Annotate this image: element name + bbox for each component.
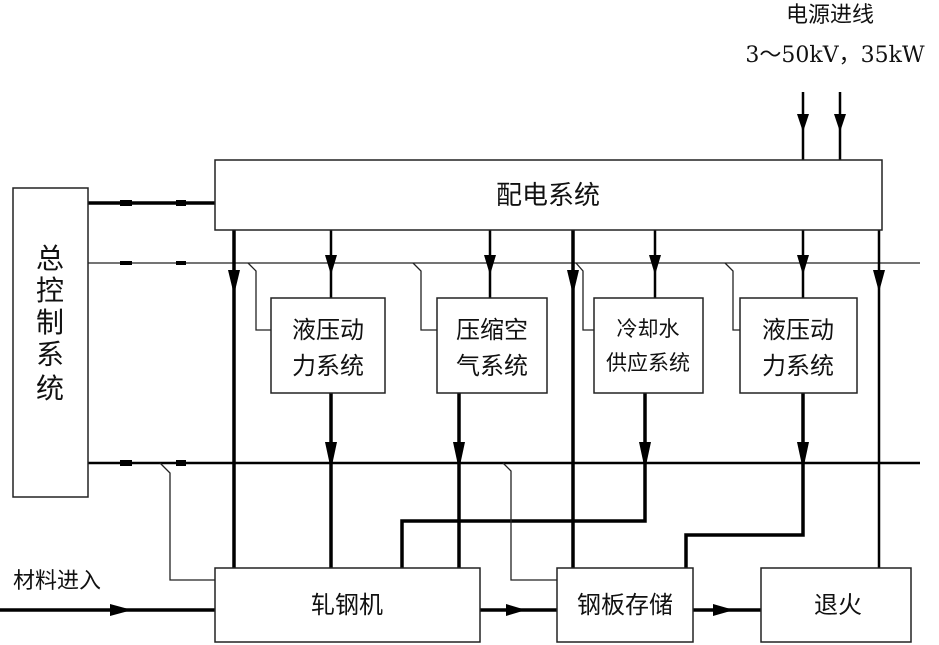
process-plate-storage: 钢板存储 [556, 567, 694, 643]
control-char: 统 [36, 372, 64, 405]
subsystem-hydraulic-1: 液压动 力系统 [270, 297, 386, 394]
process-annealing: 退火 [760, 567, 912, 643]
process-label: 钢板存储 [577, 591, 673, 619]
subsystem-label: 液压动 [762, 316, 834, 344]
control-char: 控 [36, 274, 64, 307]
process-rolling-mill: 轧钢机 [214, 567, 481, 643]
subsystem-hydraulic-2: 液压动 力系统 [739, 297, 858, 394]
control-char: 系 [36, 338, 64, 371]
distribution-system-label: 配电系统 [496, 181, 600, 211]
process-label: 退火 [814, 591, 862, 619]
process-label: 轧钢机 [311, 591, 383, 619]
control-buses [88, 200, 920, 466]
control-char: 总 [36, 242, 64, 275]
power-input-spec: 3～50kV，35kW [745, 43, 925, 68]
control-system-box [12, 187, 89, 498]
material-flow [0, 604, 761, 616]
subsystem-label: 力系统 [292, 352, 364, 380]
subsystem-label: 力系统 [762, 352, 834, 380]
subsystem-label: 供应系统 [606, 351, 690, 375]
control-char: 制 [36, 306, 64, 339]
control-signal-lines [159, 262, 740, 581]
power-input-lines [797, 92, 846, 160]
subsystem-output-lines [325, 393, 809, 568]
subsystem-cooling-water: 冷却水 供应系统 [593, 297, 704, 394]
material-in-label: 材料进入 [13, 569, 101, 594]
control-system-label: 总 控 制 系 统 [36, 242, 64, 405]
subsystem-label: 气系统 [456, 352, 528, 380]
subsystem-label: 冷却水 [617, 317, 680, 341]
subsystem-label: 液压动 [292, 316, 364, 344]
power-feed-lines [228, 230, 885, 568]
power-input-title: 电源进线 [786, 3, 874, 28]
subsystem-compressed-air: 压缩空 气系统 [436, 297, 548, 394]
subsystem-label: 压缩空 [456, 316, 528, 344]
distribution-system-box [214, 159, 883, 231]
